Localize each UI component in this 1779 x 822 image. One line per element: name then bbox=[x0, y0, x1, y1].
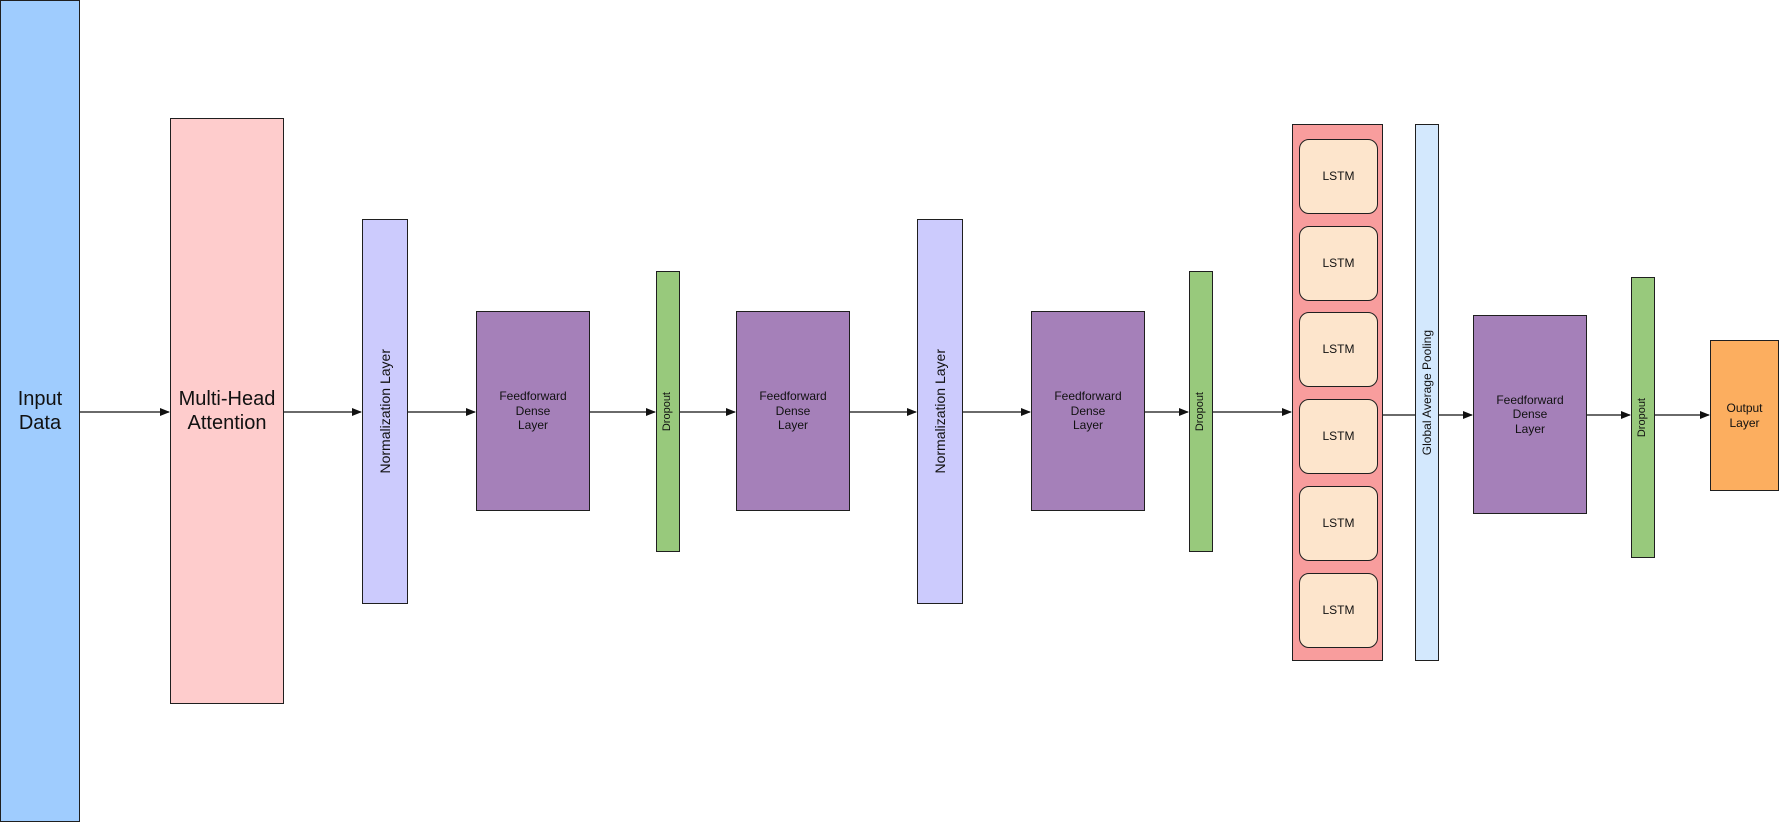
dropout-1-label: Dropout bbox=[661, 391, 674, 432]
lstm-cell-4: LSTM bbox=[1299, 399, 1378, 474]
lstm-cell-3-label: LSTM bbox=[1322, 342, 1355, 357]
input-data-label: Input Data bbox=[17, 388, 63, 434]
lstm-cell-6-label: LSTM bbox=[1322, 603, 1355, 618]
normalization-layer-2-label: Normalization Layer bbox=[931, 349, 948, 474]
output-layer-label: Output Layer bbox=[1726, 401, 1763, 430]
dropout-3-label: Dropout bbox=[1636, 397, 1649, 438]
global-average-pooling-label: Global Average Pooling bbox=[1419, 329, 1434, 456]
output-layer-block: Output Layer bbox=[1710, 340, 1779, 491]
feedforward-dense-layer-4-label: Feedforward Dense Layer bbox=[1496, 392, 1564, 436]
input-data-block: Input Data bbox=[0, 0, 80, 822]
normalization-layer-2: Normalization Layer bbox=[917, 219, 963, 604]
lstm-cell-1-label: LSTM bbox=[1322, 169, 1355, 184]
lstm-cell-2: LSTM bbox=[1299, 226, 1378, 301]
lstm-cell-2-label: LSTM bbox=[1322, 256, 1355, 271]
multi-head-attention-label: Multi-Head Attention bbox=[178, 388, 276, 434]
normalization-layer-1-label: Normalization Layer bbox=[376, 349, 393, 474]
dropout-1: Dropout bbox=[656, 271, 680, 552]
feedforward-dense-layer-1-label: Feedforward Dense Layer bbox=[499, 389, 567, 433]
multi-head-attention-block: Multi-Head Attention bbox=[170, 118, 284, 704]
feedforward-dense-layer-2-label: Feedforward Dense Layer bbox=[759, 389, 827, 433]
lstm-cell-6: LSTM bbox=[1299, 573, 1378, 648]
lstm-cell-5: LSTM bbox=[1299, 486, 1378, 561]
lstm-group: LSTM LSTM LSTM LSTM LSTM LSTM bbox=[1292, 124, 1383, 661]
dropout-3: Dropout bbox=[1631, 277, 1655, 558]
lstm-cell-5-label: LSTM bbox=[1322, 516, 1355, 531]
feedforward-dense-layer-4: Feedforward Dense Layer bbox=[1473, 315, 1587, 514]
feedforward-dense-layer-3-label: Feedforward Dense Layer bbox=[1054, 389, 1122, 433]
global-average-pooling-block: Global Average Pooling bbox=[1415, 124, 1439, 661]
feedforward-dense-layer-2: Feedforward Dense Layer bbox=[736, 311, 850, 511]
feedforward-dense-layer-1: Feedforward Dense Layer bbox=[476, 311, 590, 511]
lstm-cell-3: LSTM bbox=[1299, 312, 1378, 387]
dropout-2: Dropout bbox=[1189, 271, 1213, 552]
normalization-layer-1: Normalization Layer bbox=[362, 219, 408, 604]
dropout-2-label: Dropout bbox=[1194, 391, 1207, 432]
feedforward-dense-layer-3: Feedforward Dense Layer bbox=[1031, 311, 1145, 511]
lstm-cell-4-label: LSTM bbox=[1322, 429, 1355, 444]
lstm-cell-1: LSTM bbox=[1299, 139, 1378, 214]
